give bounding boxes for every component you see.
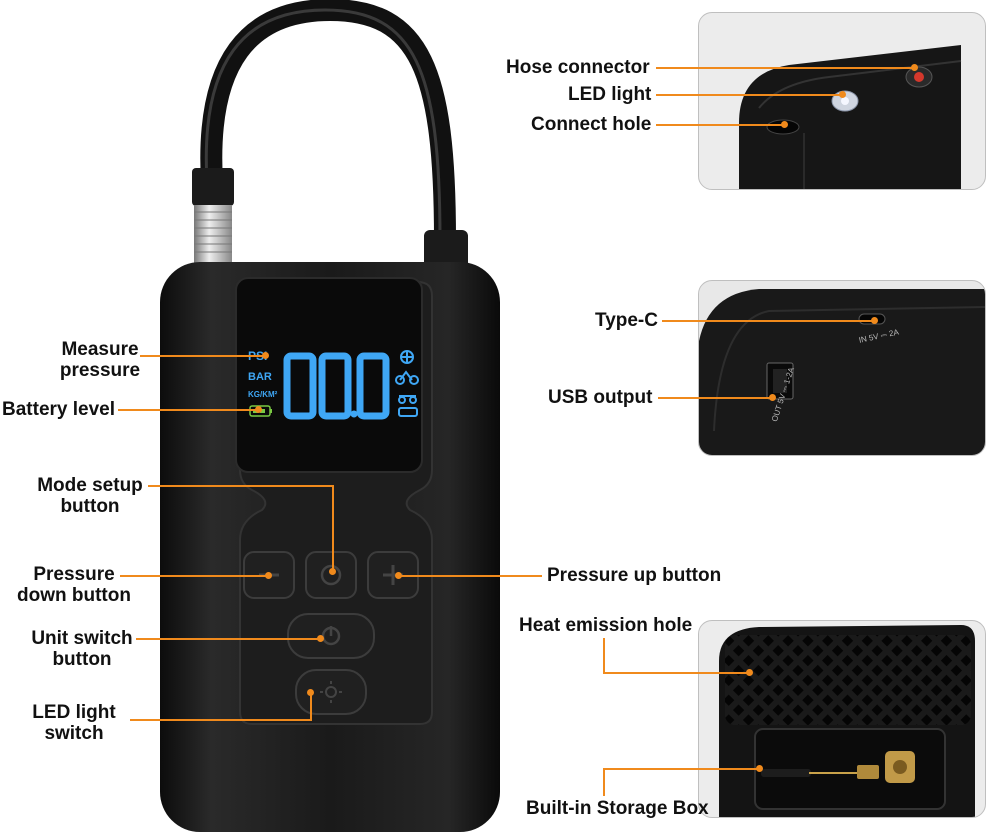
dot-type-c [871,317,878,324]
vehicle-icons [395,350,419,417]
bottom-view-illustration [719,625,975,817]
label-pressure-up: Pressure up button [547,565,722,586]
leader-storage-box-v [603,768,605,796]
label-ledsw-line1: LED light [32,702,116,723]
air-pump-illustration [160,0,500,832]
dot-connect-hole [781,121,788,128]
dot-heat-emission [746,669,753,676]
leader-led-switch [130,719,312,721]
label-type-c: Type-C [595,310,658,331]
dot-usb-output [769,394,776,401]
leader-unit-switch [136,638,320,640]
hose-nozzle [192,168,234,206]
label-measure-line1: Measure [61,339,139,360]
leader-mode-setup-v [332,485,334,570]
dot-mode-setup [329,568,336,575]
dot-measure-pressure [262,352,269,359]
inset-top-view [698,12,986,190]
label-connect-hole: Connect hole [531,114,652,135]
label-unit-line1: Unit switch [31,628,133,649]
dot-hose-connector [911,64,918,71]
label-measure-line2: pressure [59,360,141,381]
label-mode-setup: Mode setup button [28,475,152,517]
label-battery-level: Battery level [2,399,116,420]
leader-hose-connector [656,67,914,69]
label-storage-box: Built-in Storage Box [526,798,709,819]
leader-usb-output [658,397,772,399]
leader-heat-emission-h [603,672,749,674]
label-mode-line1: Mode setup [37,475,143,496]
ports-illustration [699,289,985,455]
unit-kg: KG/KM² [248,390,278,399]
label-unit-switch: Unit switch button [26,628,138,670]
leader-type-c [662,320,874,322]
label-usb-output: USB output [548,387,653,408]
label-hose-connector: Hose connector [506,57,650,78]
label-heat-emission: Heat emission hole [519,615,693,636]
dot-storage-box [756,765,763,772]
label-led-switch: LED light switch [22,702,126,744]
dot-unit-switch [317,635,324,642]
leader-led-switch-v [310,692,312,721]
leader-led-light [656,94,842,96]
leader-battery-level [118,409,258,411]
dot-battery-level [255,406,262,413]
dot-pressure-up [395,572,402,579]
dot-led-light [839,91,846,98]
label-pdown-line1: Pressure [33,564,115,585]
hose [200,0,456,251]
unit-bar: BAR [248,371,272,383]
leader-storage-box-h [603,768,759,770]
label-pressure-down: Pressure down button [16,564,132,606]
dot-pressure-down [265,572,272,579]
label-unit-line2: button [52,649,112,670]
led-light-switch [295,669,367,715]
lcd-screen [235,277,423,473]
label-led-light: LED light [568,84,652,105]
leader-measure-pressure [140,355,265,357]
inset-bottom-view [698,620,986,818]
label-measure-pressure: Measure pressure [50,339,150,381]
leader-pressure-up [398,575,542,577]
inset-ports-view [698,280,986,456]
leader-pressure-down [120,575,268,577]
leader-heat-emission-v [603,638,605,674]
mode-setup-button [305,551,357,599]
top-view-illustration [739,45,962,189]
label-pdown-line2: down button [17,585,131,606]
leader-mode-setup-h [148,485,334,487]
label-ledsw-line2: switch [44,723,104,744]
label-mode-line2: button [60,496,120,517]
lcd-digits [283,352,390,420]
dot-led-switch [307,689,314,696]
leader-connect-hole [656,124,784,126]
